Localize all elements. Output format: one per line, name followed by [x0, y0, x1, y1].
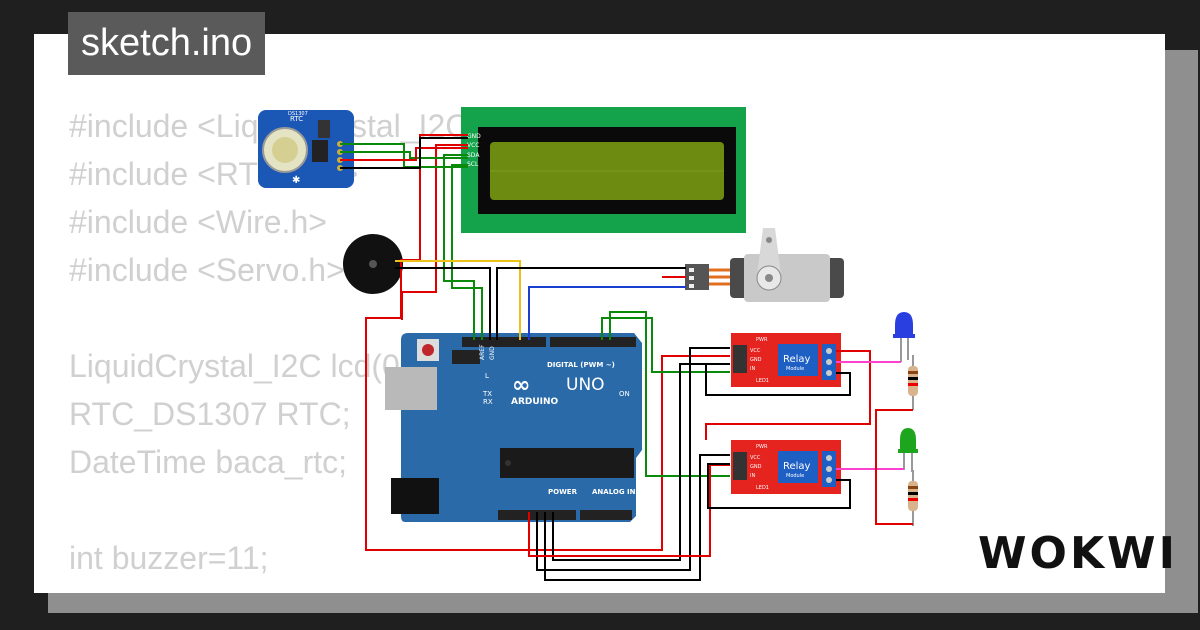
wire: [875, 409, 913, 525]
power-jack: [391, 478, 439, 514]
sketch-title: sketch.ino: [68, 12, 266, 75]
relay-led1-label: LED1: [756, 378, 769, 384]
analog-header: [580, 510, 632, 520]
code-line: DateTime baca_rtc;: [69, 444, 348, 480]
rtc-chip-label: DS1307: [288, 111, 308, 117]
resistor-2: [908, 470, 918, 526]
wire: [544, 454, 730, 581]
relay-module-1: Relay Module PWR LED1 VCC GND IN: [731, 333, 841, 387]
arduino-uno: DIGITAL (PWM ~) UNO ARDUINO ∞ ON TX RX L…: [385, 333, 642, 522]
lcd-pin-label: SDA: [467, 152, 480, 159]
code-line: #include <Servo.h>: [69, 252, 345, 288]
wire: [340, 137, 468, 169]
digital-header-left: [462, 337, 546, 347]
usb-port: [385, 367, 437, 410]
wire: [340, 151, 468, 159]
relay-pin-label: VCC: [750, 348, 761, 354]
atmega-chip: [500, 448, 634, 478]
servo-connector: [685, 264, 709, 290]
rtc-chip: [312, 140, 328, 162]
code-line: RTC_DS1307 RTC;: [69, 396, 351, 432]
code-line: #include <Wire.h>: [69, 204, 327, 240]
relay-title: Relay: [783, 354, 811, 365]
relay-pin-label: GND: [750, 357, 762, 363]
power-label: POWER: [548, 488, 578, 496]
wire: [601, 317, 730, 373]
wire: [705, 363, 851, 396]
arduino-brand: ARDUINO: [511, 397, 559, 407]
analog-label: ANALOG IN: [592, 488, 636, 496]
wire: [395, 267, 491, 340]
code-line: S: [69, 582, 542, 593]
digital-label: DIGITAL (PWM ~): [547, 361, 615, 369]
lcd-pin-label: VCC: [467, 142, 479, 149]
lcd-pin-label: GND: [467, 133, 481, 140]
code-preview: #include <LiquidCrystal_I2C.h>#include <…: [69, 102, 542, 593]
wire: [395, 260, 521, 340]
relay-subtitle: Module: [786, 473, 804, 479]
rtc-label: RTC: [290, 115, 303, 123]
wire: [552, 363, 730, 561]
arduino-model: UNO: [566, 375, 605, 395]
tx-label: TX: [482, 390, 492, 398]
relay-pwr-label: PWR: [756, 444, 768, 450]
relay-pin-label: IN: [750, 366, 755, 372]
rx-label: RX: [483, 398, 493, 406]
led-green: [898, 428, 918, 472]
icsp-header: [452, 350, 480, 364]
wire: [536, 347, 730, 571]
digital-header-right: [550, 337, 636, 347]
lcd-pin-label: SCL: [467, 161, 479, 168]
led-blue: [893, 312, 915, 362]
buzzer: [343, 234, 403, 294]
code-line: int buzzer=11;: [69, 540, 269, 576]
wire: [451, 164, 483, 340]
servo-motor: [685, 228, 844, 302]
wire: [528, 286, 686, 340]
relay-led1-label: LED1: [756, 485, 769, 491]
relay-module-2: Relay Module PWR LED1 VCC GND IN: [731, 440, 841, 494]
on-label: ON: [619, 390, 630, 398]
svg-text:∞: ∞: [512, 373, 530, 398]
wire: [401, 144, 468, 320]
wire: [707, 463, 851, 509]
rtc-module: RTC DS1307 ✱: [258, 110, 354, 188]
wire: [340, 147, 468, 161]
wire: [496, 267, 686, 340]
gnd-label: GND: [489, 346, 496, 360]
wire: [340, 143, 468, 168]
resistor-1: [908, 355, 918, 410]
relay-pin-label: GND: [750, 464, 762, 470]
relay-title: Relay: [783, 461, 811, 472]
relay-pwr-label: PWR: [756, 337, 768, 343]
wire: [365, 134, 730, 551]
wire: [609, 311, 730, 477]
aref-label: AREF: [479, 344, 486, 360]
relay-subtitle: Module: [786, 366, 804, 372]
wire: [705, 350, 871, 440]
relay-pin-label: IN: [750, 473, 755, 479]
lcd-display: GND VCC SDA SCL: [461, 107, 746, 233]
wires: [340, 134, 913, 581]
svg-text:✱: ✱: [292, 175, 300, 186]
l-label: L: [485, 372, 489, 380]
relay-pin-label: VCC: [750, 455, 761, 461]
wokwi-logo: WOKWI: [978, 528, 1178, 579]
wire: [443, 154, 475, 340]
